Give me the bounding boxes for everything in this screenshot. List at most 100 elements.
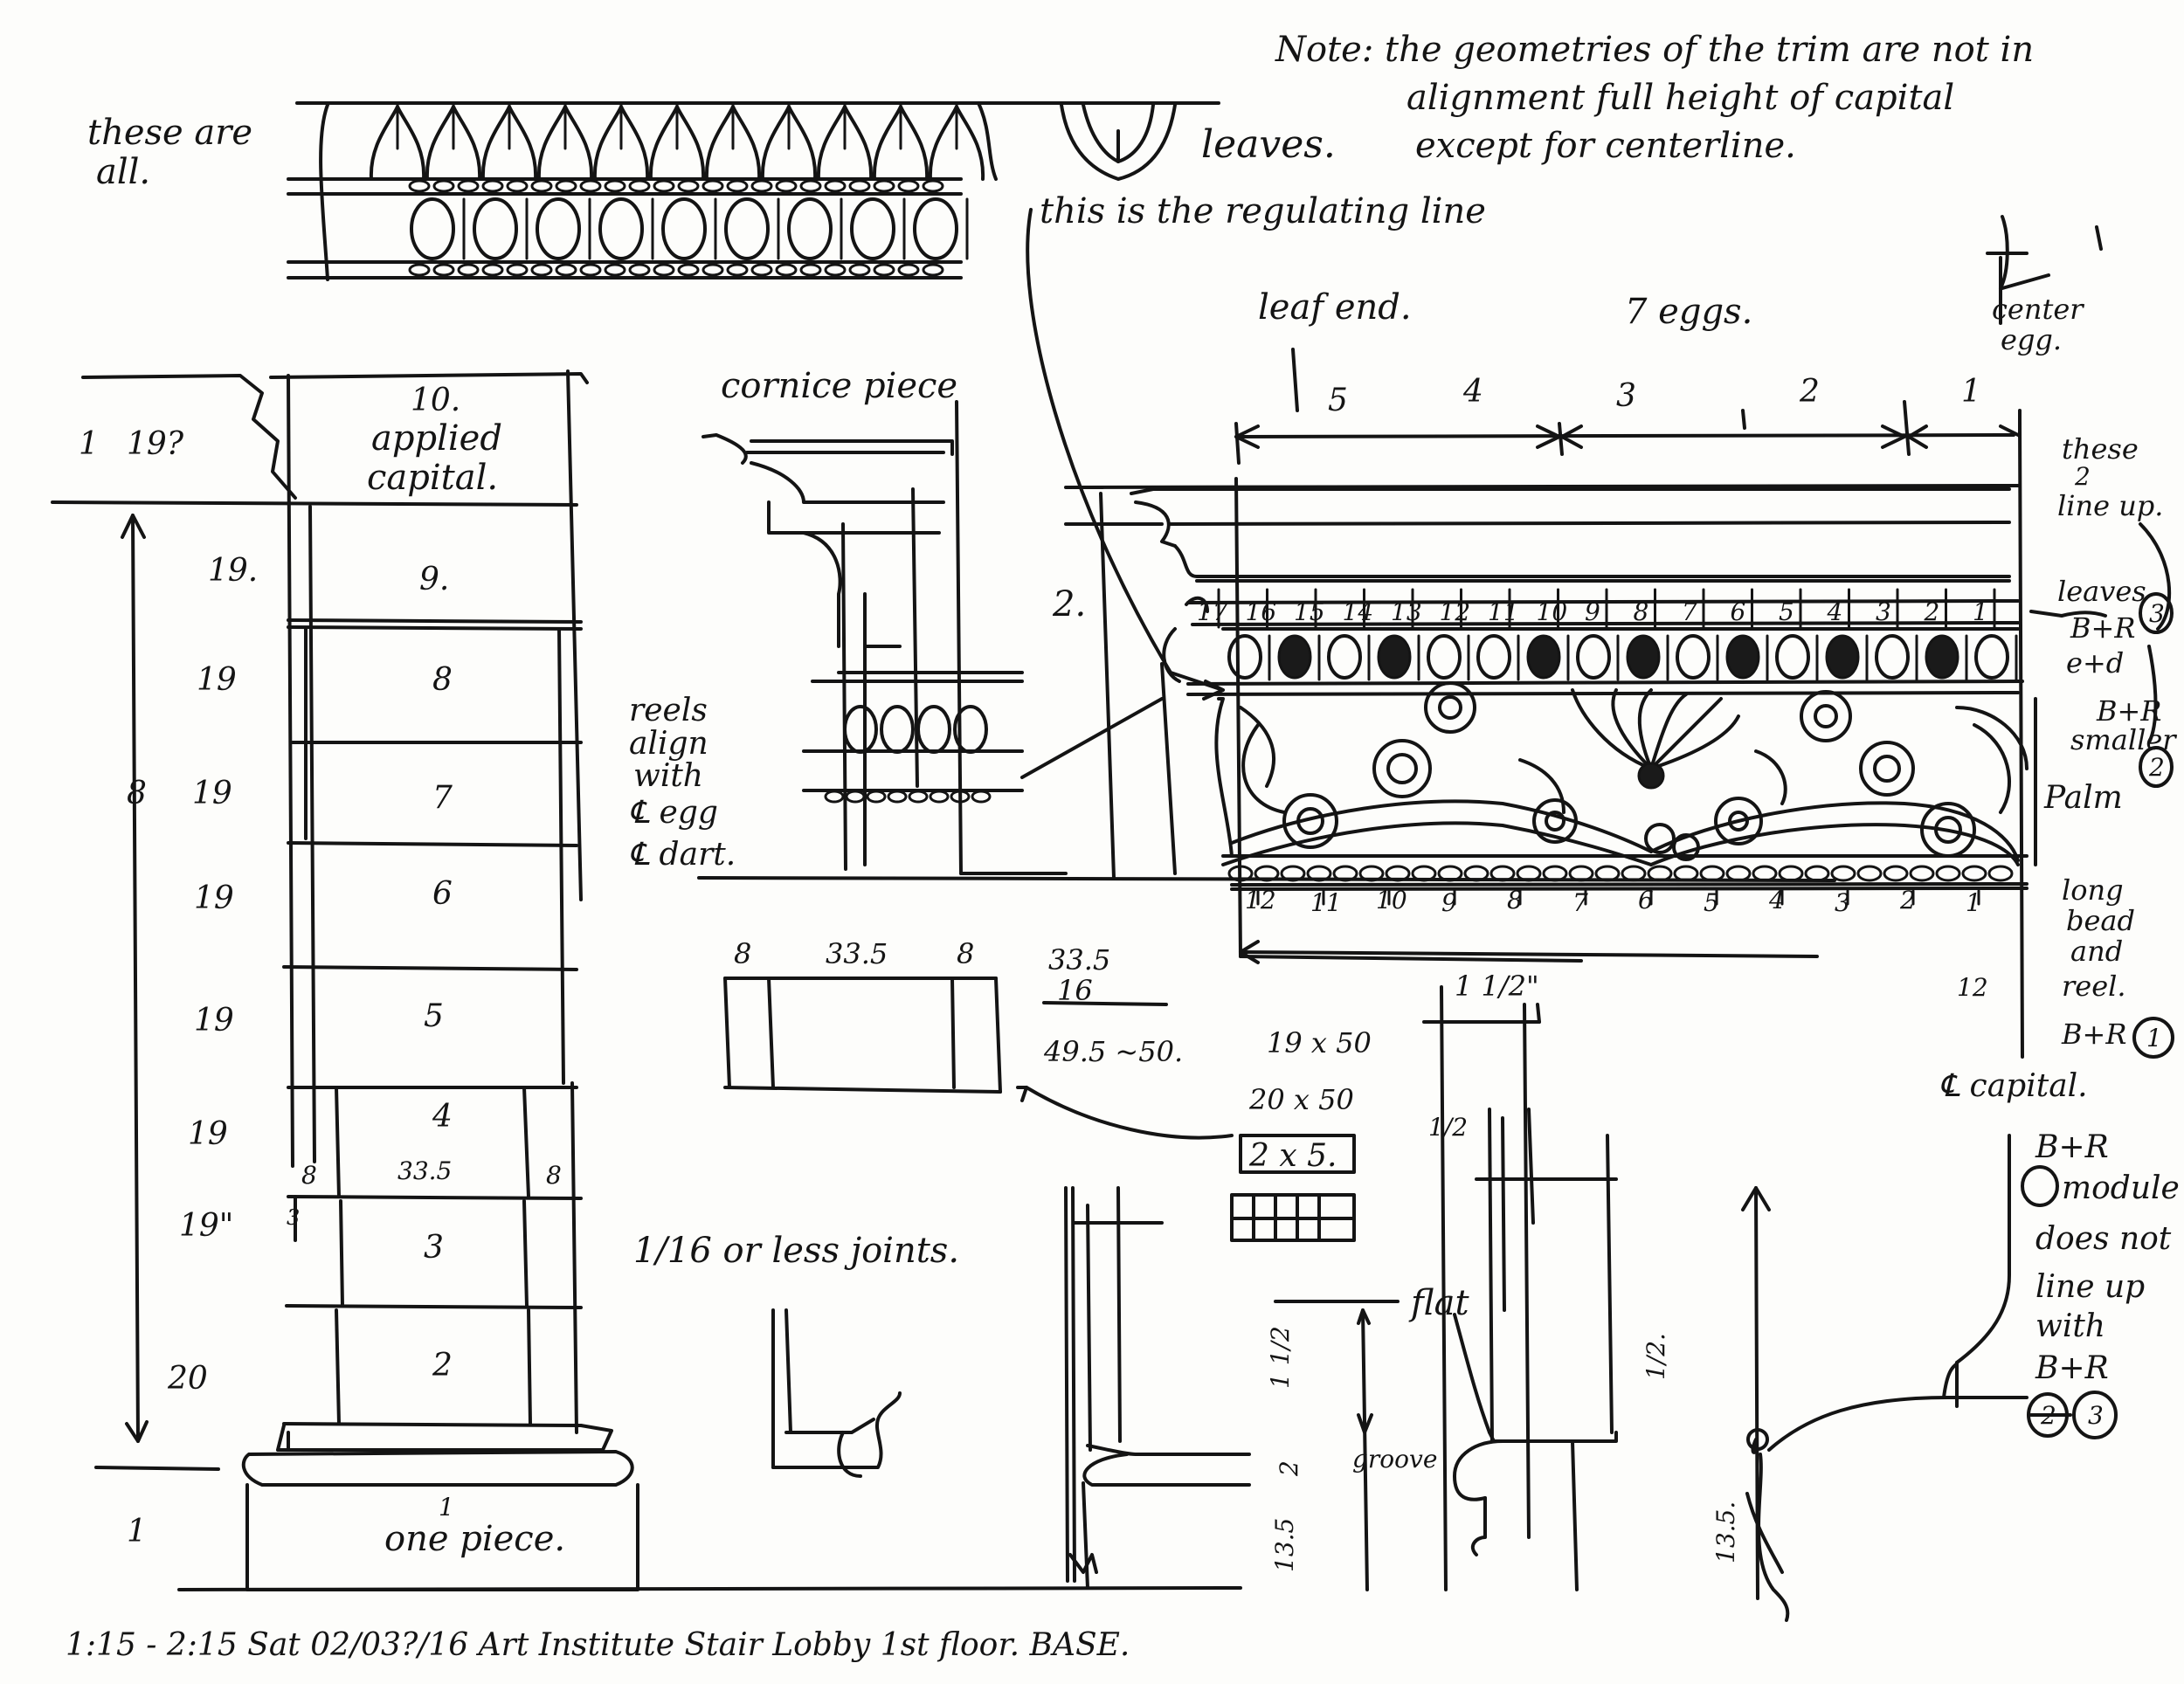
cornice-section-sketch — [702, 400, 1024, 875]
capital-bead — [1568, 865, 1594, 882]
cornice-bead — [950, 790, 971, 804]
frieze-bead — [653, 179, 675, 193]
pier-top-19q: 19? — [127, 426, 184, 462]
capital-leaf-number: 11 — [1488, 597, 1519, 626]
joints-note: 1/16 or less joints. — [633, 1231, 959, 1271]
capital-bead — [1306, 865, 1332, 882]
profile-dim-v-2: 2 — [1275, 1460, 1303, 1477]
capital-bead-number: 6 — [1638, 886, 1654, 914]
capital-bead — [1280, 865, 1306, 882]
frieze-egg — [724, 197, 770, 260]
capital-bead-number: 12 — [1245, 886, 1276, 914]
these-2-label-1: these — [2062, 432, 2139, 466]
cornice-bead — [866, 790, 887, 804]
pier-course-label: 9. — [419, 562, 449, 597]
frieze-egg — [410, 197, 455, 260]
capital-bead — [1647, 865, 1673, 882]
base-profile-2-sketch — [1064, 1186, 1251, 1590]
cornice-egg — [916, 705, 951, 754]
br-ed-label-2: e+d — [2066, 646, 2124, 680]
capital-bead-number: 10 — [1376, 886, 1407, 914]
frieze-bead — [922, 179, 944, 193]
capital-egg-dark — [1377, 634, 1412, 680]
capital-bead — [1752, 865, 1778, 882]
capital-leaf-number: 8 — [1634, 597, 1649, 626]
pier-course-height: 19 — [197, 662, 237, 698]
cornice-piece-label: cornice piece — [721, 366, 957, 406]
capital-egg-dark — [1526, 634, 1561, 680]
capital-leaf-number: 14 — [1343, 597, 1374, 626]
br1-label: B+R — [2061, 1018, 2126, 1051]
single-leaf-detail-sketch — [1060, 103, 1177, 181]
applied-capital-label-3: capital. — [367, 458, 498, 498]
circled-markers — [1185, 215, 2174, 1439]
long-bead-label-1: long — [2062, 873, 2124, 907]
capital-leaf-number: 17 — [1197, 597, 1228, 626]
capital-bead-number: 8 — [1507, 886, 1523, 914]
dim-2x5: 2 x 5. — [1248, 1138, 1337, 1174]
frieze-egg — [661, 197, 707, 260]
circle-2-label: 2 — [2148, 753, 2165, 782]
circle-2b-label: 2 — [2040, 1401, 2056, 1430]
capital-bead — [1856, 865, 1883, 882]
capital-top-segment-number: 2 — [1799, 374, 1820, 410]
center-egg-label-2: egg. — [2001, 323, 2062, 356]
cornice-bead — [929, 790, 950, 804]
capital-egg — [1576, 634, 1611, 680]
capital-bead — [1725, 865, 1752, 882]
block-dim-33-5: 33.5 — [826, 937, 888, 970]
palmette-scroll-ornament — [1221, 681, 2028, 866]
profile-dim-v-1-2b: 1/2. — [1641, 1333, 1670, 1380]
capital-top-segment-number: 5 — [1328, 383, 1348, 418]
cornice-egg — [953, 705, 988, 754]
capital-leaf-number: 1 — [1973, 597, 1988, 626]
capital-leaf-number: 7 — [1682, 597, 1697, 626]
capital-bead — [1227, 865, 1254, 882]
long-bead-label-4: reel. — [2062, 970, 2126, 1003]
frieze-egg — [536, 197, 581, 260]
capital-egg — [1775, 634, 1810, 680]
circle-1-label: 1 — [2146, 1024, 2162, 1052]
capital-bead-number: 2 — [1899, 886, 1916, 914]
capital-bead — [1987, 865, 2014, 882]
sum-result: 49.5 ~50. — [1043, 1035, 1183, 1068]
frieze-bead — [726, 179, 749, 193]
cornice-egg — [880, 705, 915, 754]
frieze-bead — [726, 263, 749, 277]
capital-bead — [1621, 865, 1647, 882]
frieze-bead — [457, 179, 480, 193]
pier-course-height: 19 — [194, 880, 234, 916]
pier-total-8: 8 — [127, 776, 147, 811]
frieze-bead — [506, 263, 529, 277]
palm-label: Palm — [2043, 780, 2123, 816]
capital-elevation-sketch — [697, 208, 2172, 1059]
frieze-bead — [873, 263, 895, 277]
frieze-bead — [653, 263, 675, 277]
frieze-bead — [677, 179, 700, 193]
frieze-bead — [799, 179, 822, 193]
frieze-bead — [579, 263, 602, 277]
capital-bead — [1358, 865, 1385, 882]
egg-dart-frieze-sketch — [287, 101, 1220, 281]
capital-egg-dark — [1626, 634, 1661, 680]
profile-dim-1-2: 1/2 — [1428, 1113, 1468, 1142]
capital-egg-dark — [1725, 634, 1760, 680]
regulating-line-label: this is the regulating line — [1040, 191, 1486, 231]
block-dim-8-left: 8 — [734, 937, 751, 970]
pier-small-3: 3 — [287, 1205, 300, 1230]
capital-bead-number: 5 — [1704, 888, 1719, 917]
capital-bead — [1909, 865, 1935, 882]
cornice-bead — [908, 790, 929, 804]
capital-egg — [1676, 634, 1711, 680]
one-piece-label: one piece. — [384, 1519, 565, 1559]
frieze-bead — [555, 263, 577, 277]
pier-course-label: 2 — [432, 1348, 453, 1384]
pier-top-1: 1 — [79, 426, 99, 462]
frieze-bead — [799, 263, 822, 277]
leaves-label: leaves. — [1201, 122, 1336, 167]
frieze-bead — [579, 179, 602, 193]
capital-bead — [1883, 865, 1909, 882]
